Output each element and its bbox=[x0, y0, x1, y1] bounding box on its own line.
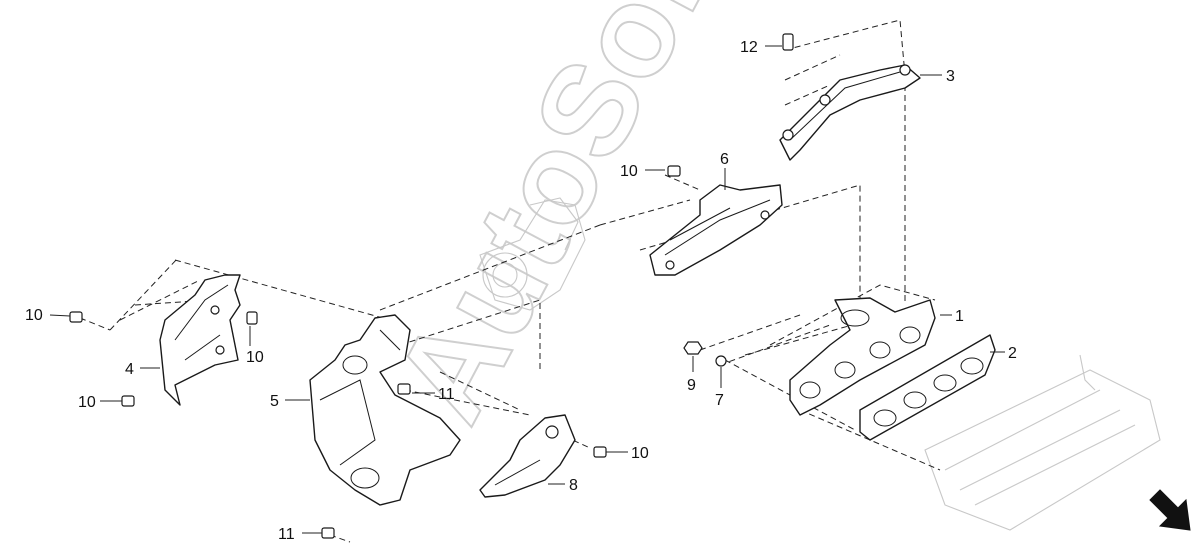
callout-10-right: 10 bbox=[631, 445, 649, 462]
callout-leaders bbox=[49, 45, 1005, 534]
bolt-10-icon bbox=[69, 311, 83, 323]
callout-5: 5 bbox=[270, 393, 279, 410]
turbocharger-ghost bbox=[479, 197, 586, 311]
callout-12: 12 bbox=[740, 39, 758, 56]
nut-9-icon bbox=[683, 341, 703, 355]
washer-7-icon bbox=[715, 355, 727, 367]
bolt-10-icon bbox=[593, 446, 607, 458]
part-1-exhaust-manifold bbox=[789, 297, 936, 416]
callout-3: 3 bbox=[946, 68, 955, 85]
callout-2: 2 bbox=[1008, 345, 1017, 362]
assembly-guide-lines bbox=[79, 19, 941, 543]
callout-10-left: 10 bbox=[25, 307, 43, 324]
callout-4: 4 bbox=[125, 361, 134, 378]
bolt-11-icon bbox=[321, 527, 335, 539]
part-4-heat-shield-left bbox=[159, 274, 241, 406]
callout-labels: 12 3 6 10 1 2 9 7 10 10 4 10 5 11 10 8 1… bbox=[25, 39, 1017, 543]
part-2-manifold-gasket bbox=[859, 334, 996, 441]
bolt-11-icon bbox=[397, 383, 411, 395]
arrow-down-right-icon bbox=[1149, 489, 1191, 531]
bolt-10-icon bbox=[667, 165, 681, 177]
part-5-catalytic-converter bbox=[309, 314, 461, 506]
callout-1: 1 bbox=[955, 308, 964, 325]
part-3-heat-shield-upper bbox=[779, 64, 921, 161]
part-8-heat-shield-lower bbox=[479, 414, 576, 498]
cylinder-head-ghost bbox=[924, 354, 1161, 531]
callout-6: 6 bbox=[720, 151, 729, 168]
fasteners bbox=[69, 33, 794, 539]
callout-9: 9 bbox=[687, 377, 696, 394]
part-6-heat-shield bbox=[649, 184, 783, 276]
callout-10-top: 10 bbox=[620, 163, 638, 180]
bolt-10-icon bbox=[246, 311, 258, 325]
callout-11-lower: 11 bbox=[278, 526, 295, 543]
bolt-10-icon bbox=[121, 395, 135, 407]
callout-7: 7 bbox=[715, 392, 724, 409]
callout-10-bottom-left: 10 bbox=[78, 394, 96, 411]
callout-8: 8 bbox=[569, 477, 578, 494]
callout-10-shield: 10 bbox=[246, 349, 264, 366]
callout-11-upper: 11 bbox=[438, 386, 455, 403]
bolt-12-icon bbox=[782, 33, 794, 51]
